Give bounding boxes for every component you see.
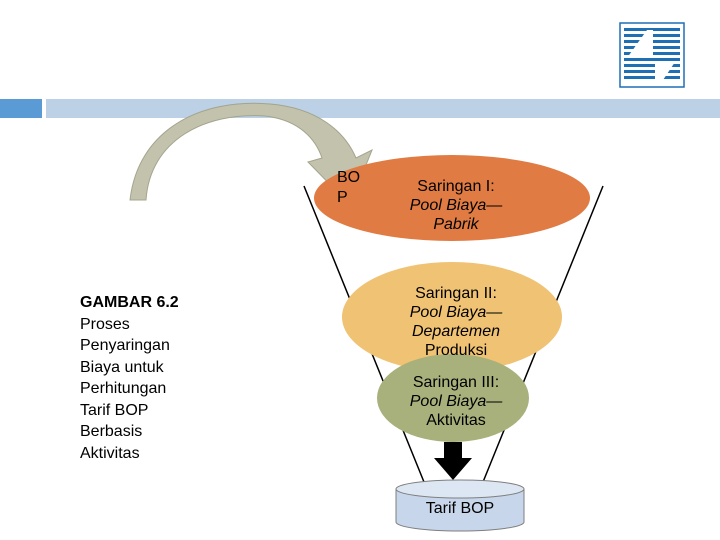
figure-caption: GAMBAR 6.2 Proses Penyaringan Biaya untu… — [80, 292, 220, 464]
arrow-label: BO P — [337, 168, 360, 208]
filter-3-label: Saringan III: Pool Biaya— Aktivitas — [409, 374, 503, 429]
figure-label: GAMBAR 6.2 — [80, 294, 179, 311]
output-cylinder — [395, 488, 525, 532]
publisher-logo-icon — [619, 22, 685, 88]
filter-1-label: Saringan I: Pool Biaya— Pabrik — [409, 178, 503, 233]
filter-1-ellipse — [314, 155, 590, 241]
down-arrow-icon — [434, 442, 472, 480]
filter-2-ellipse — [342, 262, 562, 372]
filter-2-label: Saringan II: Pool Biaya— Departemen Prod… — [409, 285, 503, 359]
filter-3-ellipse — [377, 354, 529, 442]
accent-square — [0, 99, 42, 118]
arrow-label-line2: P — [337, 189, 348, 206]
curved-arrow-icon — [129, 102, 373, 206]
output-cylinder-top — [395, 479, 525, 499]
arrow-label-line1: BO — [337, 169, 361, 186]
output-label: Tarif BOP — [425, 500, 495, 517]
